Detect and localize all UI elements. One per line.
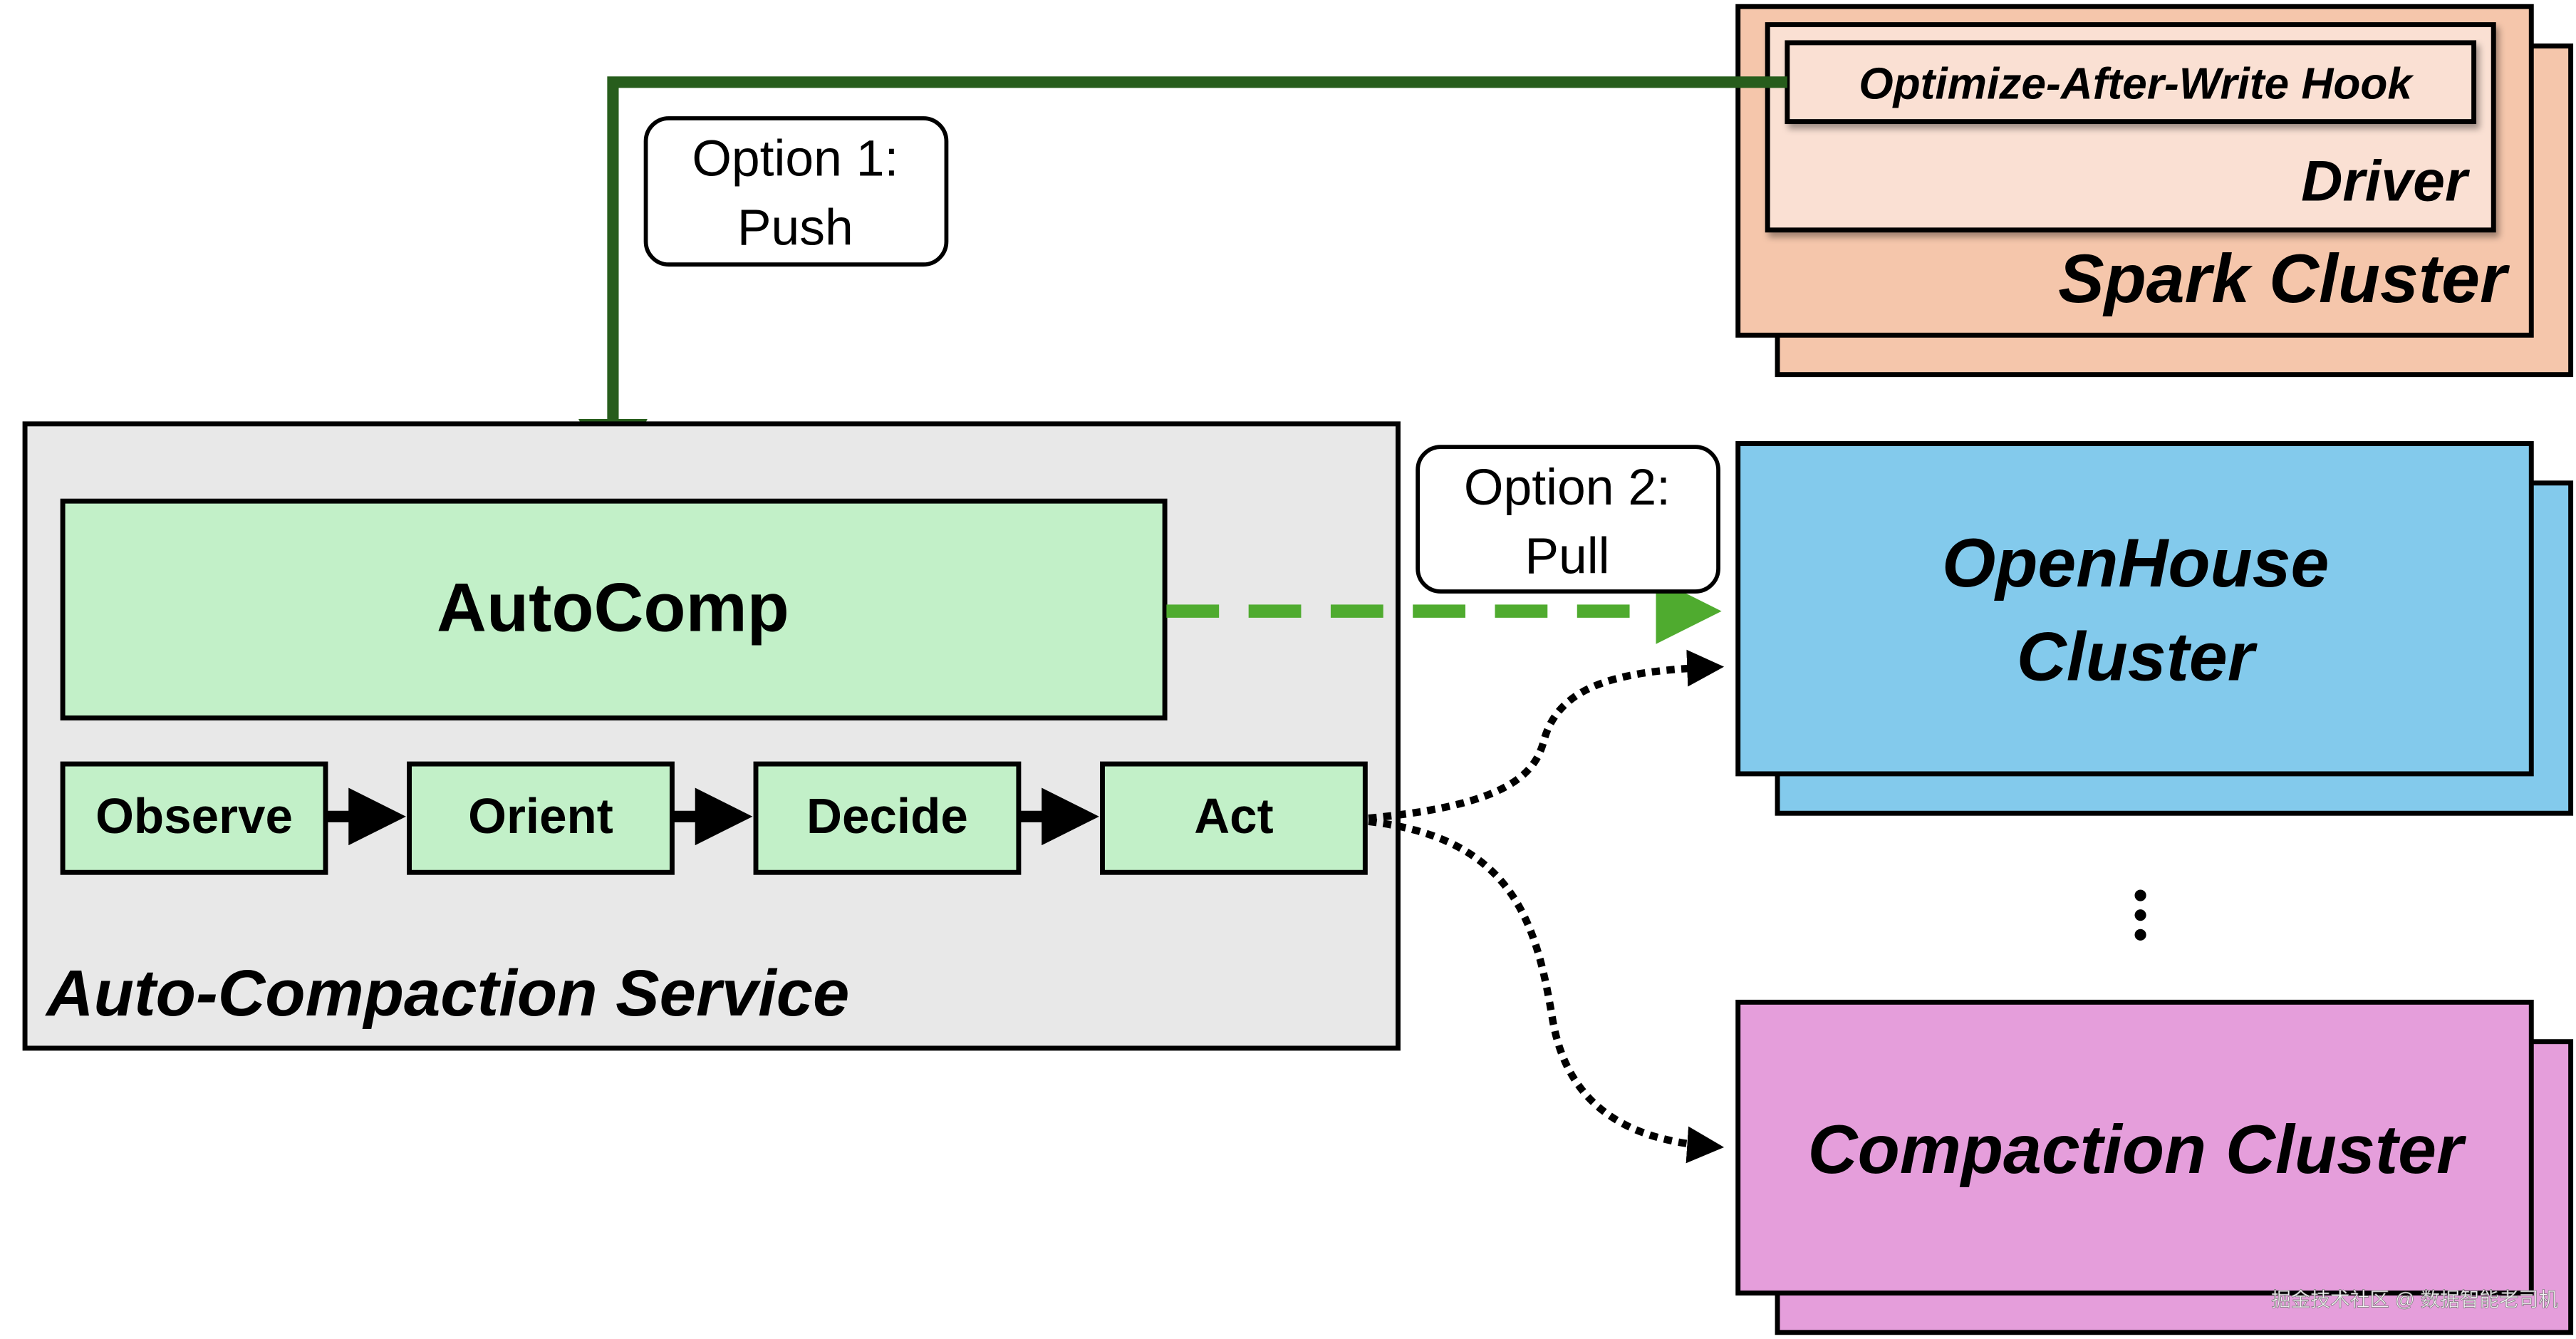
hook-box [1785, 40, 2477, 125]
act-to-compaction-arrow [1368, 817, 1725, 1164]
auto-compaction-service: AutoComp Observe Orient Decide Act Auto-… [22, 421, 1401, 1051]
compaction-label: Compaction Cluster [1808, 1110, 2467, 1188]
step-label: Orient [468, 788, 613, 844]
ellipsis-dots [2134, 889, 2146, 941]
option2-sublabel: Pull [1525, 528, 1609, 585]
watermark: 掘金技术社区 @ 数据智能老司机 [2271, 1288, 2558, 1310]
step-label: Act [1194, 788, 1273, 844]
step-label: Decide [806, 788, 968, 844]
autocomp-box [60, 498, 1168, 720]
openhouse-sublabel: Cluster [2017, 617, 2258, 695]
spark-cluster-label: Spark Cluster [2058, 239, 2510, 317]
autocomp-label: AutoComp [437, 568, 789, 646]
service-label: Auto-Compaction Service [45, 956, 849, 1030]
step-label: Observe [95, 788, 293, 844]
openhouse-label: OpenHouse [1942, 524, 2329, 601]
spark-cluster: Optimize-After-Write Hook Driver Spark C… [1735, 4, 2574, 378]
step-observe: Observe [60, 761, 328, 875]
option2-box: Option 2: Pull [1416, 445, 1720, 594]
push-arrow [578, 76, 1787, 488]
option1-box: Option 1: Push [643, 116, 949, 267]
option1-label: Option 1: [692, 130, 898, 187]
compaction-cluster: Compaction Cluster [1735, 999, 2574, 1335]
hook-label: Optimize-After-Write Hook [1859, 59, 2414, 108]
step-decide: Decide [753, 761, 1022, 875]
step-act: Act [1100, 761, 1368, 875]
option1-sublabel: Push [737, 200, 853, 257]
option2-label: Option 2: [1464, 459, 1671, 516]
driver-label: Driver [2301, 149, 2471, 213]
step-orient: Orient [407, 761, 675, 875]
openhouse-cluster: OpenHouse Cluster [1735, 441, 2574, 816]
act-to-openhouse-arrow [1368, 649, 1725, 822]
